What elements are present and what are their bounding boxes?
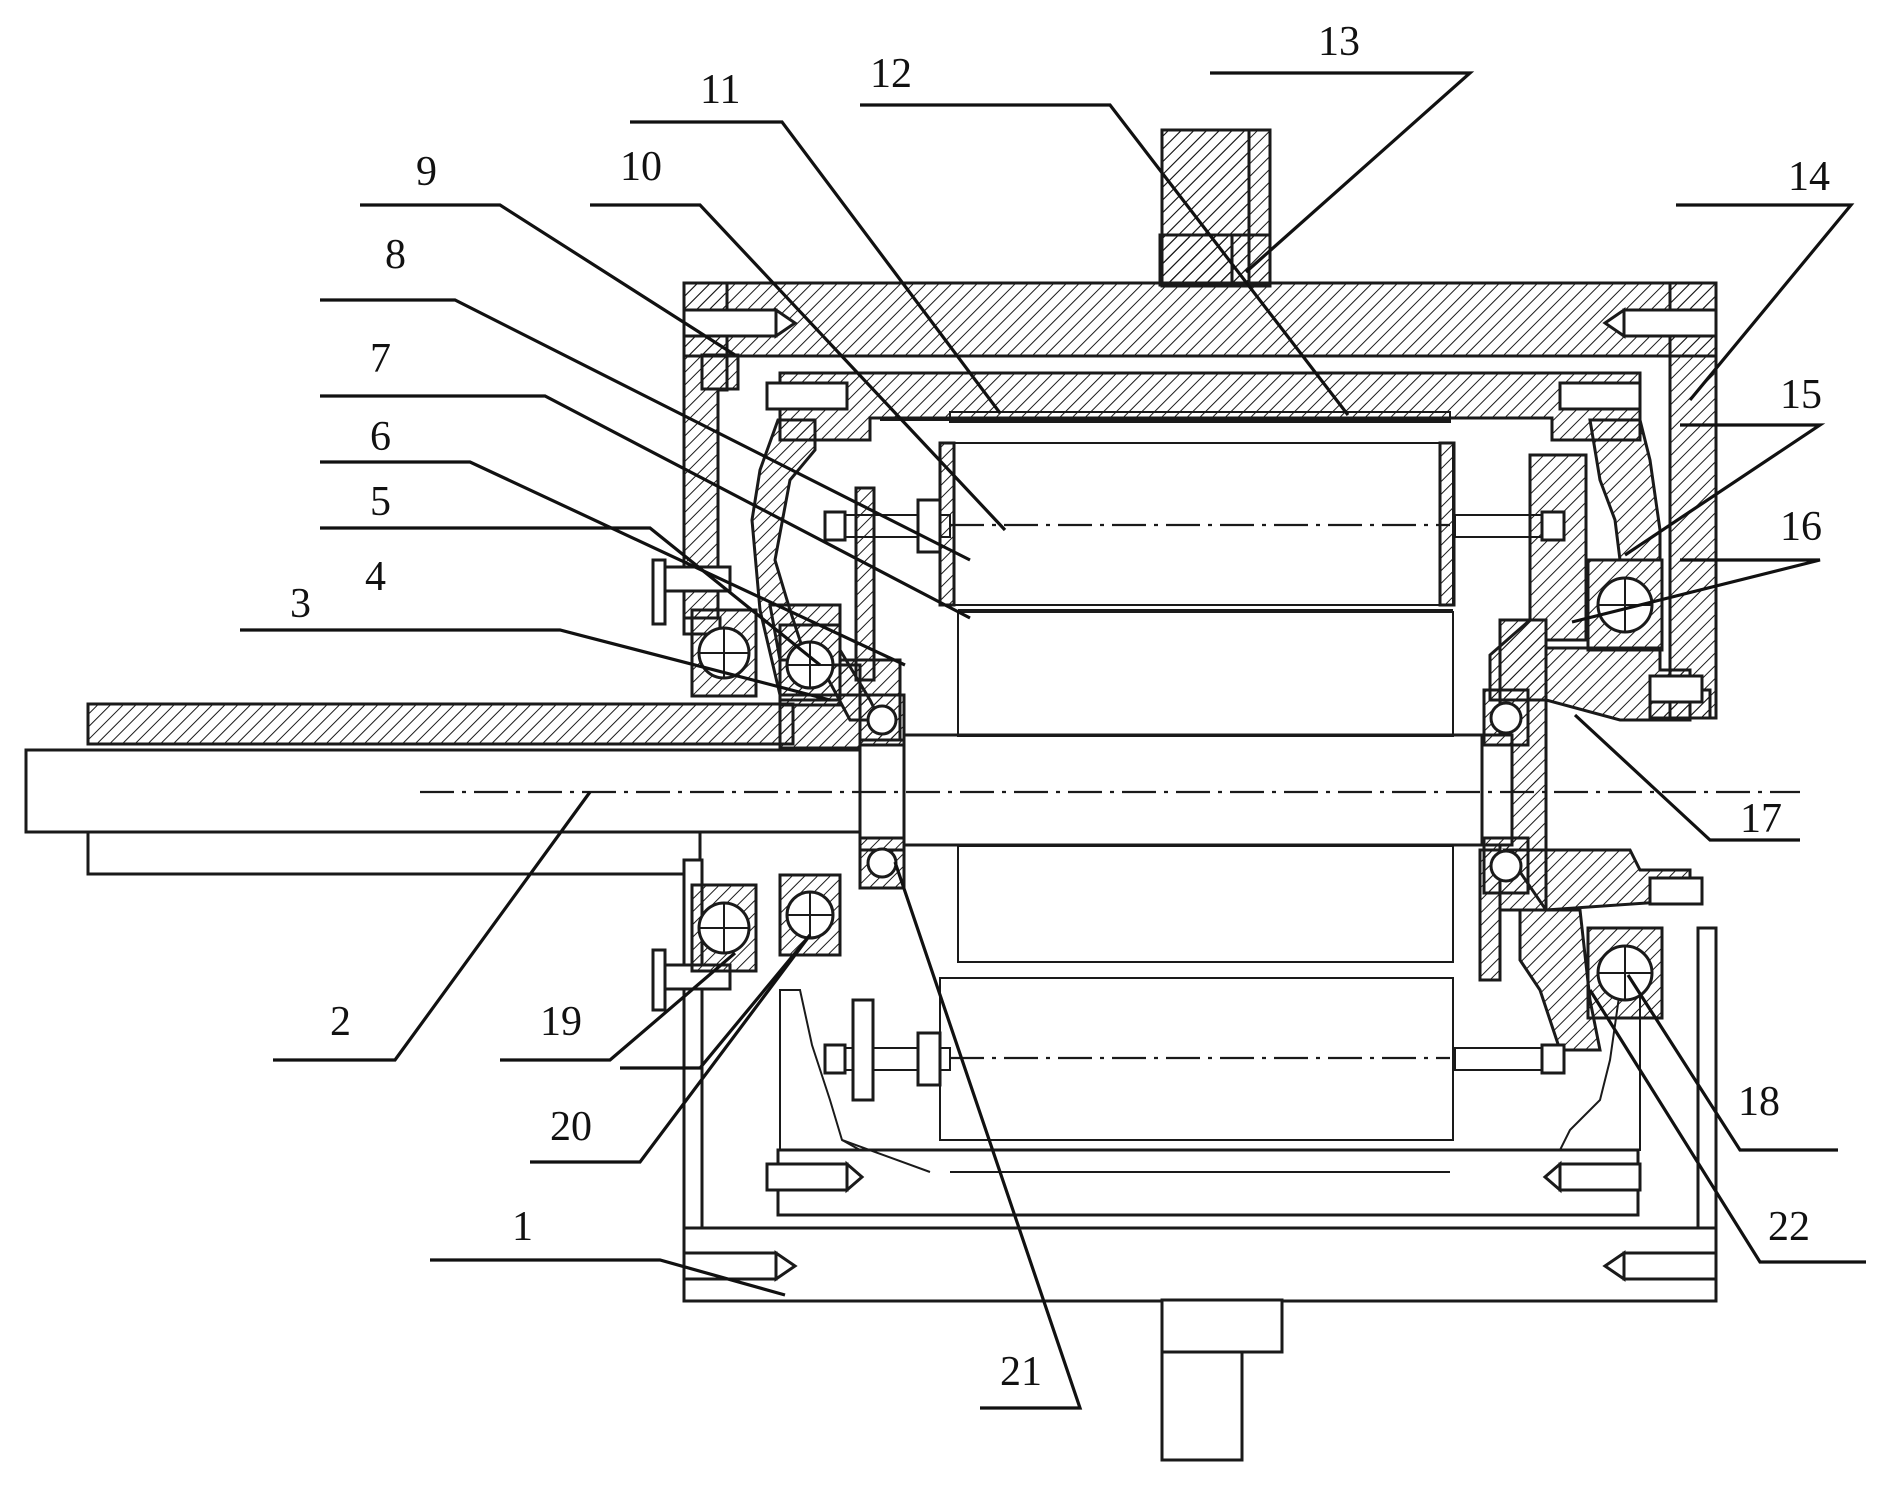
upper-housing [682, 128, 1718, 358]
lower-housing [682, 858, 1718, 1462]
label-8: 8 [385, 232, 406, 278]
label-16: 16 [1780, 504, 1822, 550]
label-13: 13 [1318, 19, 1360, 65]
label-1: 1 [512, 1204, 533, 1250]
label-2: 2 [330, 999, 351, 1045]
label-15: 15 [1780, 372, 1822, 418]
part-labels: 1 2 3 4 5 6 7 8 9 10 11 12 13 14 15 16 1… [290, 19, 1830, 1395]
label-6: 6 [370, 414, 391, 460]
label-20: 20 [550, 1104, 592, 1150]
bearing-18 [1586, 926, 1664, 1020]
label-17: 17 [1740, 796, 1782, 842]
label-19: 19 [540, 999, 582, 1045]
leader-lines [240, 71, 1866, 1410]
bearing-19 [690, 883, 758, 973]
label-9: 9 [416, 149, 437, 195]
bearing-22 [1482, 688, 1530, 895]
bearing-5 [690, 608, 758, 698]
lower-roller [823, 977, 1566, 1141]
rotor-core [957, 609, 1454, 963]
label-11: 11 [700, 67, 740, 113]
label-22: 22 [1768, 1204, 1810, 1250]
bearing-6 [778, 623, 842, 707]
bearing-16 [1586, 558, 1664, 652]
label-3: 3 [290, 581, 311, 627]
label-10: 10 [620, 144, 662, 190]
ball-bearings [690, 558, 1664, 1020]
label-14: 14 [1788, 154, 1830, 200]
label-18: 18 [1738, 1079, 1780, 1125]
bearing-21 [858, 693, 906, 890]
left-end-cover [682, 281, 740, 636]
label-21: 21 [1000, 1349, 1042, 1395]
label-5: 5 [370, 479, 391, 525]
bearing-20 [778, 873, 842, 957]
upper-roller [823, 441, 1566, 607]
label-4: 4 [365, 554, 386, 600]
label-12: 12 [870, 51, 912, 97]
label-7: 7 [370, 336, 391, 382]
main-shaft [24, 733, 1514, 876]
